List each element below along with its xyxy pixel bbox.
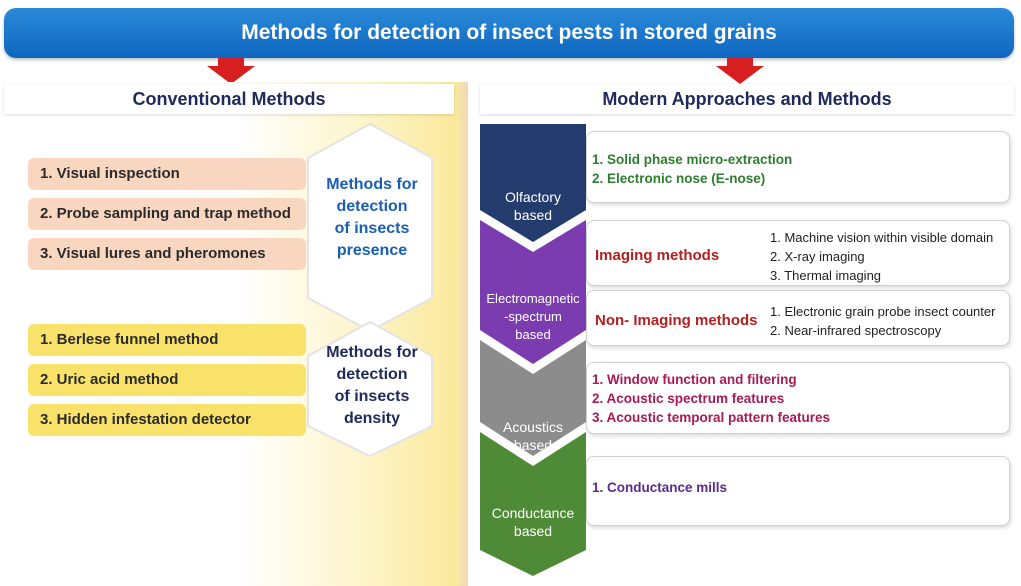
- conductance-label-line-2: based: [513, 523, 553, 539]
- density-item-2: 2. Uric acid method: [28, 364, 306, 396]
- presence-hex-line-2: detection: [336, 198, 408, 215]
- electromagnetic-label-line-1: Electromagnetic: [486, 291, 580, 306]
- presence-hex-label: Methods for detection of insects presenc…: [312, 174, 432, 262]
- acoustics-box: [586, 362, 1010, 434]
- conductance-label-line-1: Conductance: [491, 505, 575, 521]
- conductance-chevron: [480, 432, 586, 576]
- chevron-stack: [480, 124, 586, 576]
- acoustics-label: Acoustics based: [480, 418, 586, 454]
- non-imaging-item-2: 2. Near-infrared spectroscopy: [770, 323, 942, 338]
- title-banner: Methods for detection of insect pests in…: [4, 8, 1014, 58]
- hexagon-group: [307, 122, 433, 458]
- conductance-label: Conductance based: [480, 504, 586, 540]
- imaging-heading: Imaging methods: [595, 247, 720, 264]
- density-hex-line-2: detection: [336, 366, 408, 383]
- conductance-box: [586, 456, 1010, 526]
- presence-item-2: 2. Probe sampling and trap method: [28, 198, 306, 230]
- acoustics-chevron: [480, 340, 586, 456]
- non-imaging-item-1: 1. Electronic grain probe insect counter: [770, 304, 996, 319]
- conventional-heading: Conventional Methods: [4, 84, 454, 114]
- electromagnetic-chevron: [480, 220, 586, 364]
- olfactory-label-line-2: based: [513, 207, 553, 223]
- acoustics-item-3: 3. Acoustic temporal pattern features: [592, 410, 831, 425]
- olfactory-label-line-1: Olfactory: [504, 189, 561, 205]
- olfactory-chevron: [480, 124, 586, 242]
- density-hex-label: Methods for detection of insects density: [312, 342, 432, 430]
- imaging-item-1: 1. Machine vision within visible domain: [770, 230, 994, 245]
- olfactory-box: [586, 131, 1010, 203]
- modern-heading: Modern Approaches and Methods: [480, 84, 1014, 114]
- imaging-item-2: 2. X-ray imaging: [770, 249, 865, 264]
- acoustics-label-line-1: Acoustics: [503, 419, 563, 435]
- olfactory-label: Olfactory based: [480, 188, 586, 224]
- density-item-1: 1. Berlese funnel method: [28, 324, 306, 356]
- imaging-box: [586, 220, 1010, 286]
- presence-item-1: 1. Visual inspection: [28, 158, 306, 190]
- presence-hex-line-4: presence: [336, 242, 408, 259]
- olfactory-item-1: 1. Solid phase micro-extraction: [592, 152, 793, 167]
- non-imaging-box: [586, 290, 1010, 346]
- non-imaging-heading: Non- Imaging methods: [595, 312, 758, 329]
- left-down-arrow: [207, 57, 255, 84]
- right-down-arrow: [716, 57, 764, 84]
- density-item-3: 3. Hidden infestation detector: [28, 404, 306, 436]
- electromagnetic-label-line-3: based: [515, 327, 551, 342]
- acoustics-item-1: 1. Window function and filtering: [592, 372, 797, 387]
- olfactory-item-2: 2. Electronic nose (E-nose): [592, 171, 766, 186]
- density-hex-line-4: density: [343, 410, 400, 427]
- electromagnetic-label-line-2: -spectrum: [504, 309, 562, 324]
- presence-hex-line-1: Methods for: [326, 176, 418, 193]
- acoustics-label-line-2: based: [513, 437, 553, 453]
- density-hex-line-3: of insects: [334, 388, 410, 405]
- electromagnetic-label: Electromagnetic -spectrum based: [480, 290, 586, 344]
- acoustics-item-2: 2. Acoustic spectrum features: [592, 391, 785, 406]
- density-hex-line-1: Methods for: [326, 344, 418, 361]
- panel-divider: [458, 82, 468, 586]
- down-arrows: [207, 57, 764, 84]
- imaging-item-3: 3. Thermal imaging: [770, 268, 882, 283]
- presence-hex-line-3: of insects: [334, 220, 410, 237]
- presence-item-3: 3. Visual lures and pheromones: [28, 238, 306, 270]
- density-hexagon: [307, 320, 433, 458]
- conductance-item-1: 1. Conductance mills: [592, 480, 728, 495]
